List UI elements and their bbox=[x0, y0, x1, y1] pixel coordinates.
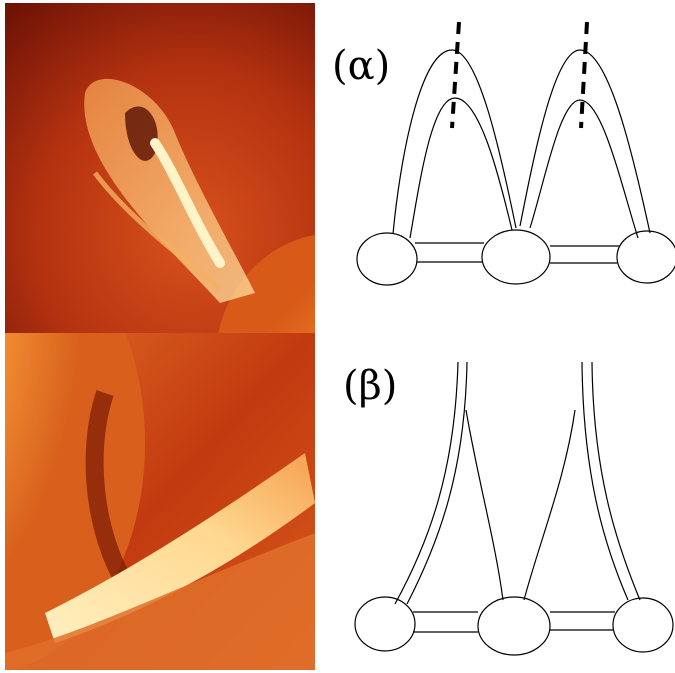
footpoint-alpha-left bbox=[356, 232, 418, 286]
footpoint-beta-left bbox=[354, 596, 416, 652]
schematic-beta bbox=[354, 361, 674, 656]
schematic-alpha bbox=[356, 21, 675, 286]
tube-beta-left-right-edge bbox=[465, 409, 504, 601]
panel-label-alpha: (α) bbox=[332, 43, 391, 89]
tube-beta-left-outer bbox=[394, 361, 459, 605]
loop-alpha-right-inner bbox=[529, 99, 639, 239]
tube-beta-right-left-edge bbox=[523, 409, 576, 601]
solar-prominence-photo-top bbox=[5, 3, 315, 333]
loop-alpha-right-outer bbox=[519, 49, 651, 234]
footpoint-beta-right bbox=[612, 597, 674, 653]
solar-flare-photo-bottom bbox=[5, 333, 315, 670]
tube-beta-right-inner bbox=[581, 361, 629, 601]
panel-label-beta: (β) bbox=[343, 363, 398, 409]
reconnection-line-alpha-left bbox=[450, 21, 461, 129]
loop-alpha-left-outer bbox=[392, 49, 517, 235]
reconnection-line-alpha-right bbox=[579, 21, 589, 129]
footpoint-alpha-right bbox=[616, 230, 675, 284]
loop-alpha-left-inner bbox=[409, 97, 513, 239]
footpoint-beta-middle bbox=[477, 596, 551, 656]
footpoint-alpha-middle bbox=[481, 229, 551, 285]
tube-beta-left-inner bbox=[406, 361, 468, 605]
tube-beta-right-outer bbox=[591, 361, 641, 601]
